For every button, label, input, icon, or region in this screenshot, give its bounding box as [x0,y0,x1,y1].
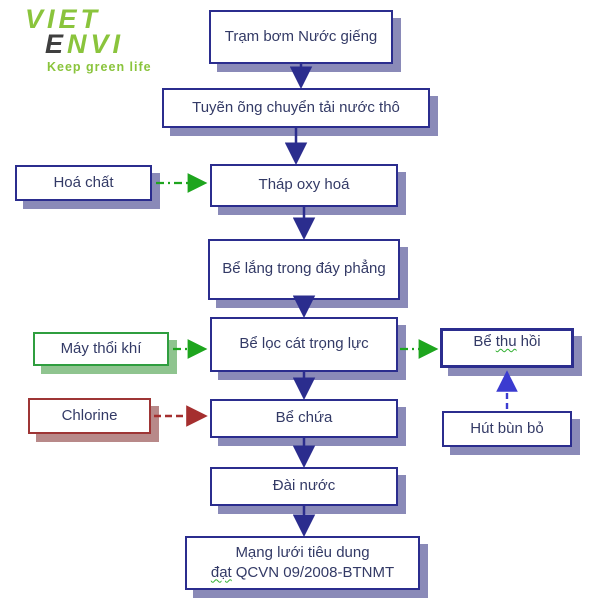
node-label: Đài nước [272,477,336,495]
vietenvi-logo: VIET ENVI Keep green life [25,6,152,74]
flow-node-dai-nuoc: Đài nước [210,467,398,506]
flow-node-be-loc-cat-trong-luc: Bể lọc cát trọng lực [210,317,398,372]
logo-word-viet: VIET [25,4,102,34]
node-label-line1: Mạng lưới tiêu dung [235,543,370,561]
side-node-be-thu-hoi: Bể thu hồi [440,328,574,368]
logo-letter-e: E [45,29,68,59]
logo-word-envi: ENVI [45,31,152,58]
logo-tagline: Keep green life [47,60,152,74]
node-label-post: hồi [520,333,541,350]
flow-node-be-lang-trong-day-phang: Bể lắng trong đáy phẳng [208,239,400,300]
node-label: Hút bùn bỏ [470,419,544,437]
flow-node-thap-oxy-hoa: Tháp oxy hoá [210,164,398,207]
node-label: Bể lắng trong đáy phẳng [222,260,386,278]
node-label: Máy thổi khí [60,339,142,357]
node-label: Bể chứa [275,409,333,427]
flow-node-tuyen-ong-chuyen-tai: Tuyẽn õng chuyển tải nước thô [162,88,430,128]
node-label: Tuyẽn õng chuyển tải nước thô [192,98,400,116]
spellcheck-word-dat: đạt [210,563,232,581]
node-label: Tháp oxy hoá [258,176,350,194]
node-label-pre: Bể [473,333,492,350]
node-label-line2: đạt QCVN 09/2008-BTNMT [211,564,394,583]
node-label: Bể lọc cát trọng lực [239,335,369,353]
node-label: Trạm bơm Nước giếng [224,27,378,45]
logo-letters-nvi: NVI [67,29,125,59]
input-node-may-thoi-khi: Máy thổi khí [33,332,169,366]
input-node-hoa-chat: Hoá chất [15,165,152,201]
flow-node-be-chua: Bể chứa [210,399,398,438]
flow-node-mang-luoi-tieu-dung: Mạng lưới tiêu dung đạt QCVN 09/2008-BTN… [185,536,420,590]
spellcheck-word-thu: thu [495,333,517,350]
node-label: Hoá chất [53,173,114,191]
input-node-chlorine: Chlorine [28,398,151,434]
side-node-hut-bun-bo: Hút bùn bỏ [442,411,572,447]
flow-node-tram-bom-nuoc-gieng: Trạm bơm Nước giếng [209,10,393,64]
qcvn-standard-text: QCVN 09/2008-BTNMT [235,563,395,581]
node-label: Chlorine [61,406,118,424]
